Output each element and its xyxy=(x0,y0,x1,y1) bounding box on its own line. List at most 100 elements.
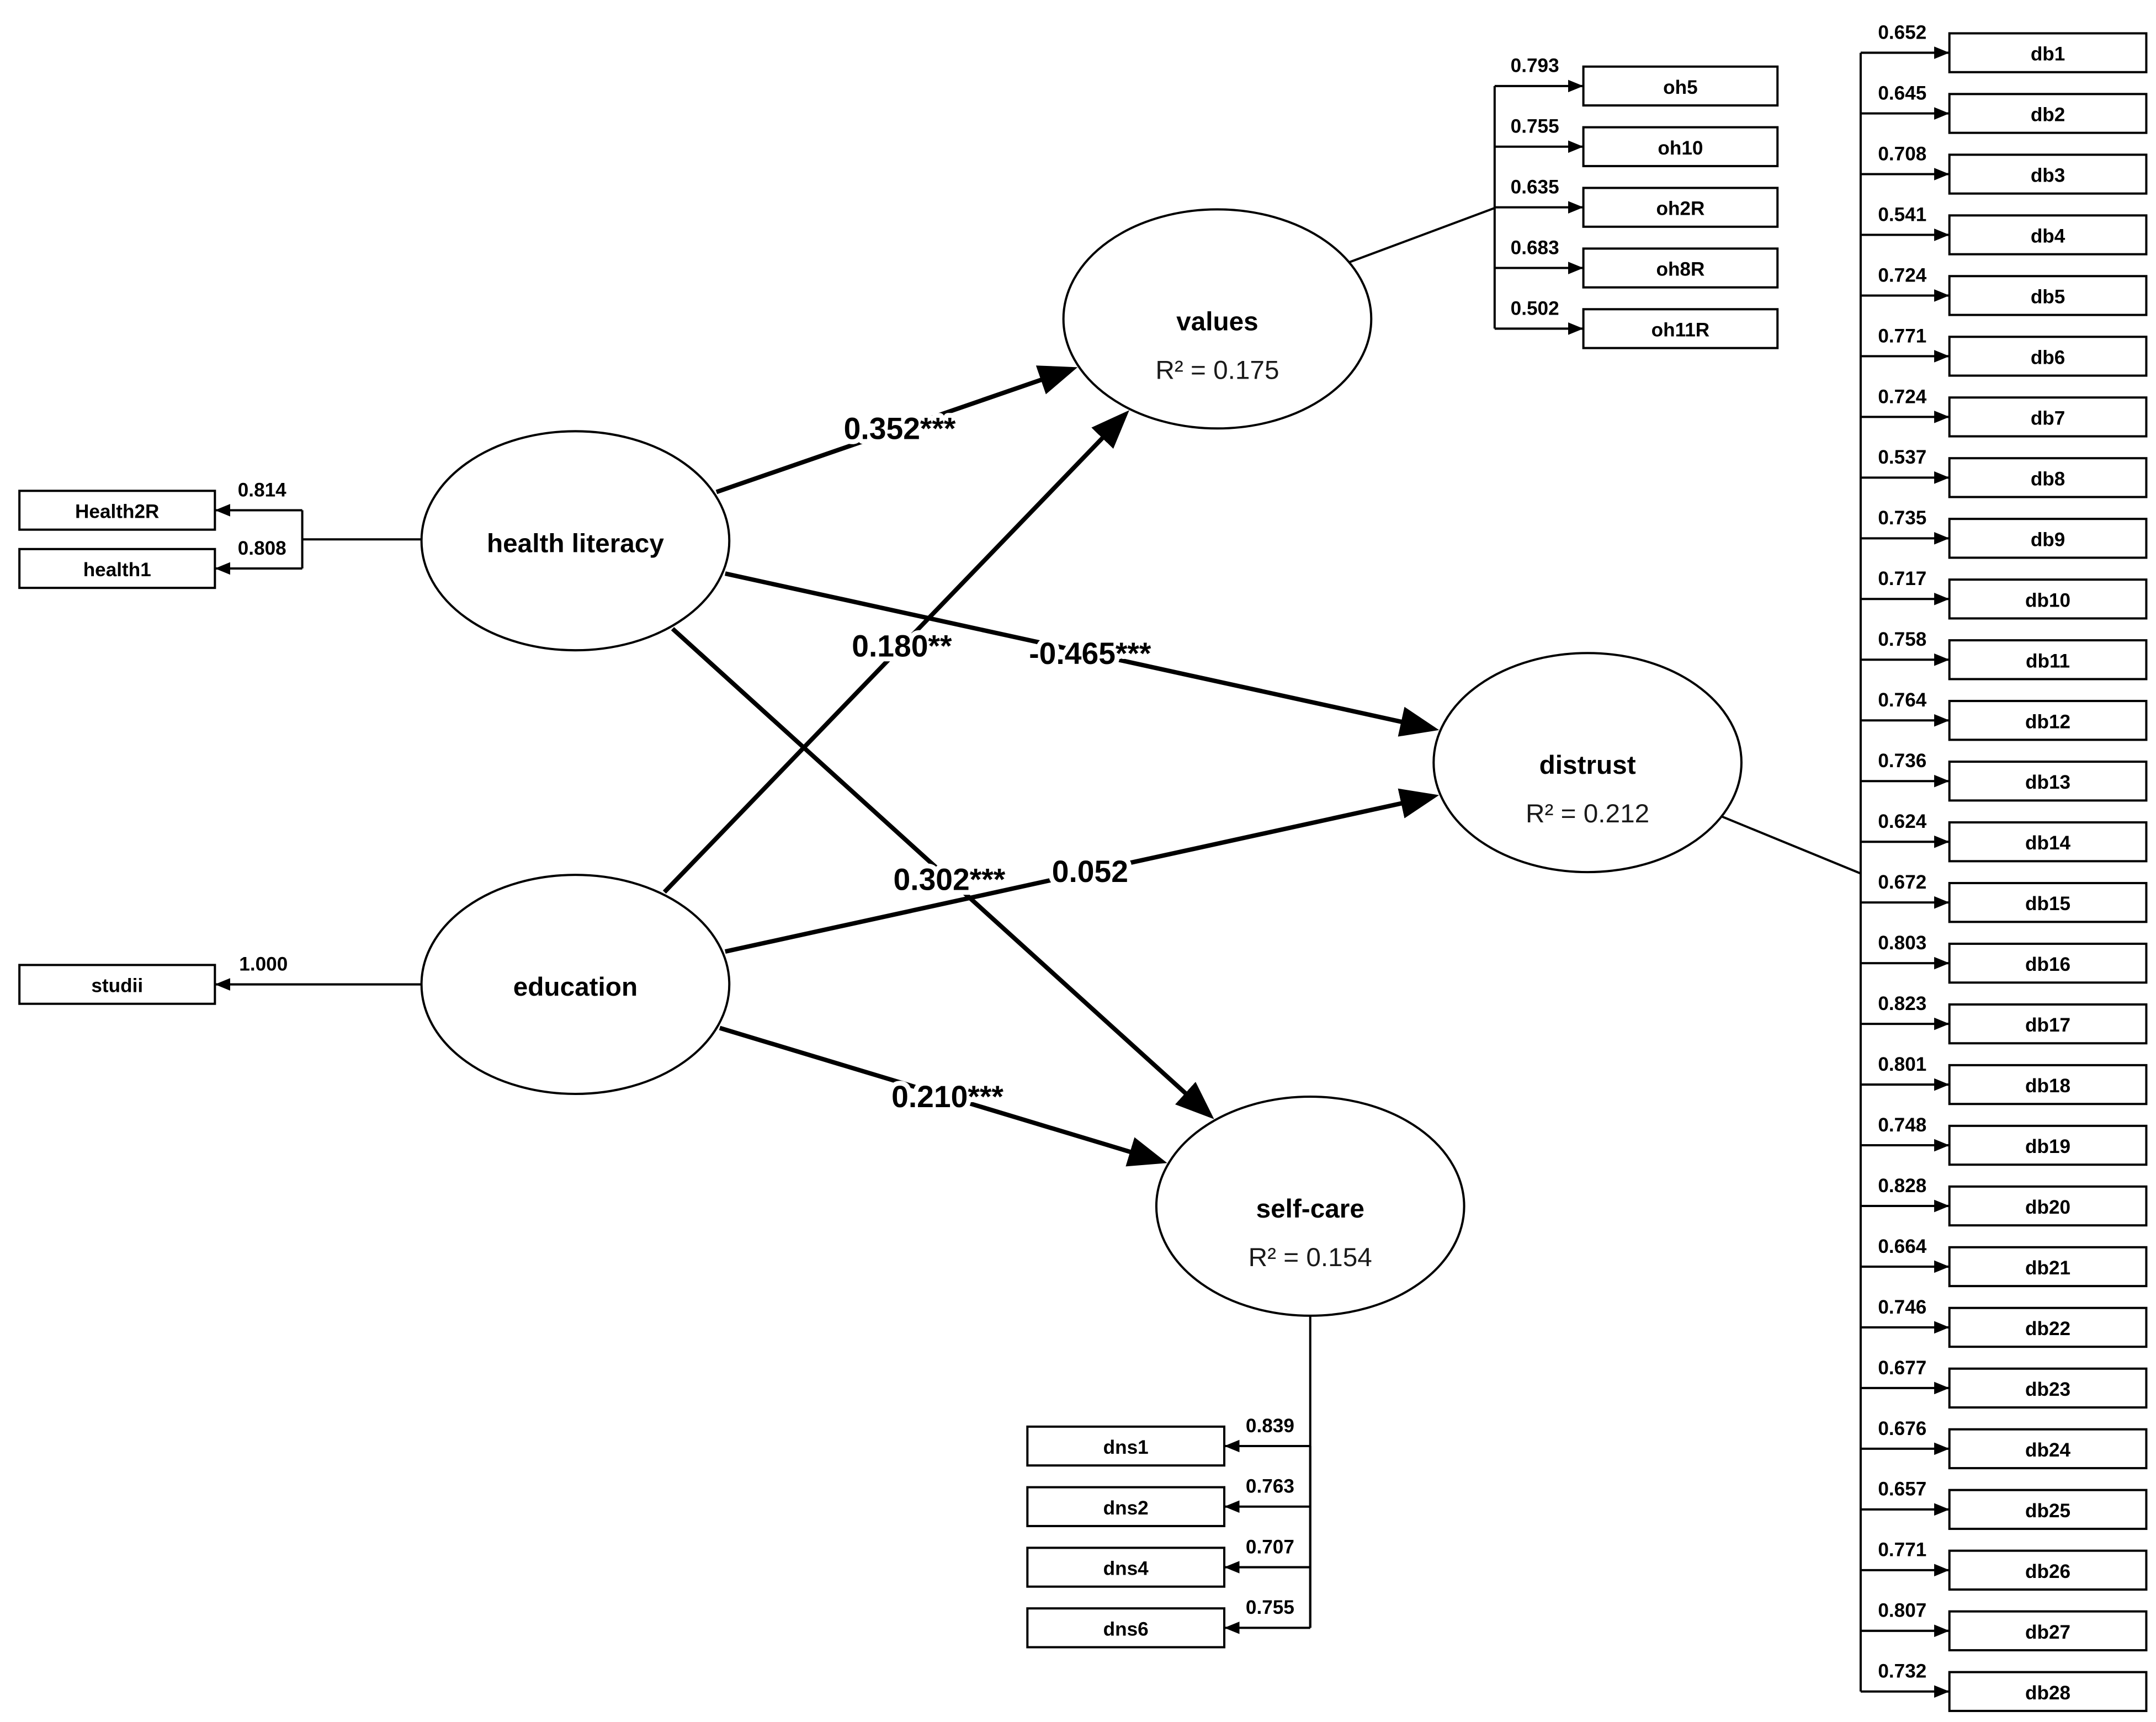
indicator-label: db4 xyxy=(2031,225,2065,247)
indicator-box-db9 xyxy=(1948,518,2148,559)
path-arrow-education-to-distrust xyxy=(724,788,1440,954)
indicator-box-db17 xyxy=(1948,1003,2148,1045)
loading-label: 0.803 xyxy=(1878,932,1926,954)
loading-label: 1.000 xyxy=(239,953,288,975)
loading-label: 0.839 xyxy=(1246,1415,1294,1437)
indicator-box-db24 xyxy=(1948,1428,2148,1470)
latent-ellipse-self-care xyxy=(1155,1096,1465,1317)
loading-label: 0.624 xyxy=(1878,811,1926,832)
loading-label: 0.763 xyxy=(1246,1476,1294,1497)
loading-label: 0.807 xyxy=(1878,1600,1926,1622)
indicator-box-db7 xyxy=(1948,396,2148,438)
indicator-label: oh5 xyxy=(1663,77,1698,98)
latent-name-education: education xyxy=(513,972,638,1002)
indicator-box-db1 xyxy=(1948,32,2148,73)
indicator-box-db4 xyxy=(1948,214,2148,256)
loading-label: 0.541 xyxy=(1878,204,1926,225)
indicator-box-db25 xyxy=(1948,1489,2148,1530)
loading-label: 0.808 xyxy=(238,538,286,559)
indicator-box-db19 xyxy=(1948,1124,2148,1166)
latent-name-self-care: self-care xyxy=(1256,1194,1364,1224)
indicator-label: db9 xyxy=(2031,529,2065,550)
indicator-label: db2 xyxy=(2031,104,2065,126)
loading-label: 0.793 xyxy=(1511,55,1559,77)
indicator-box-db18 xyxy=(1948,1064,2148,1106)
connector-distrust xyxy=(1698,806,1861,875)
indicator-label: oh8R xyxy=(1656,259,1704,280)
path-arrow-health-literacy-to-distrust xyxy=(724,571,1440,737)
indicator-box-db21 xyxy=(1948,1246,2148,1288)
loading-label: 0.635 xyxy=(1511,177,1559,198)
indicator-label: db23 xyxy=(2025,1379,2070,1400)
loading-label: 0.717 xyxy=(1878,568,1926,589)
indicator-box-db12 xyxy=(1948,700,2148,741)
indicator-label: db18 xyxy=(2025,1075,2070,1097)
loading-label: 0.758 xyxy=(1878,629,1926,650)
indicator-box-db5 xyxy=(1948,275,2148,316)
path-arrow-education-to-values xyxy=(662,410,1129,894)
indicator-box-oh8r xyxy=(1582,247,1779,289)
loading-label: 0.823 xyxy=(1878,993,1926,1014)
indicator-label: db25 xyxy=(2025,1500,2070,1522)
indicator-box-db16 xyxy=(1948,942,2148,984)
indicator-label: oh2R xyxy=(1656,198,1704,220)
loading-label: 0.735 xyxy=(1878,507,1926,529)
indicator-box-oh11r xyxy=(1582,308,1779,349)
indicator-label: studii xyxy=(91,975,143,997)
indicator-label: db11 xyxy=(2026,650,2070,672)
loading-label: 0.672 xyxy=(1878,871,1926,893)
latent-name-health-literacy: health literacy xyxy=(487,529,664,558)
indicator-label: db5 xyxy=(2031,286,2065,307)
indicator-box-dns1 xyxy=(1026,1425,1226,1467)
latent-r2-self-care: R² = 0.154 xyxy=(1249,1243,1372,1272)
indicator-label: db10 xyxy=(2025,589,2070,611)
loading-label: 0.664 xyxy=(1878,1236,1926,1257)
loading-label: 0.801 xyxy=(1878,1054,1926,1075)
latent-r2-distrust: R² = 0.212 xyxy=(1526,799,1649,828)
loading-label: 0.732 xyxy=(1878,1661,1926,1682)
indicator-label: Health2R xyxy=(75,501,159,523)
indicator-label: oh11R xyxy=(1651,319,1710,341)
indicator-box-db14 xyxy=(1948,821,2148,863)
indicator-label: db13 xyxy=(2025,772,2070,793)
latent-ellipse-education xyxy=(420,874,731,1096)
indicator-label: db8 xyxy=(2031,468,2065,490)
indicator-box-db2 xyxy=(1948,93,2148,134)
structural-path-layer xyxy=(662,365,1440,1167)
loading-label: 0.724 xyxy=(1878,264,1926,286)
loading-label: 0.746 xyxy=(1878,1296,1926,1318)
loading-label: 0.828 xyxy=(1878,1175,1926,1197)
indicator-box-db10 xyxy=(1948,578,2148,620)
latent-r2-values: R² = 0.175 xyxy=(1155,355,1279,385)
indicator-box-oh5 xyxy=(1582,65,1779,107)
loading-label: 0.764 xyxy=(1878,689,1926,711)
indicator-label: oh10 xyxy=(1658,137,1703,159)
loading-label: 0.676 xyxy=(1878,1418,1926,1439)
indicator-box-db13 xyxy=(1948,761,2148,802)
indicator-label: dns4 xyxy=(1103,1558,1149,1580)
indicator-box-db27 xyxy=(1948,1610,2148,1651)
indicator-label: db3 xyxy=(2031,165,2065,187)
indicator-label: db1 xyxy=(2031,44,2065,65)
loading-label: 0.707 xyxy=(1246,1536,1294,1558)
indicator-label: db26 xyxy=(2025,1561,2070,1582)
indicator-box-db23 xyxy=(1948,1367,2148,1409)
loading-label: 0.755 xyxy=(1511,116,1559,137)
indicator-label: db6 xyxy=(2031,347,2065,368)
latent-name-values: values xyxy=(1176,307,1258,336)
indicator-label: db17 xyxy=(2025,1014,2070,1036)
indicator-box-oh2r xyxy=(1582,187,1779,228)
indicator-label: health1 xyxy=(83,559,151,581)
indicator-box-dns4 xyxy=(1026,1546,1226,1588)
indicator-box-db26 xyxy=(1948,1549,2148,1591)
indicator-label: db14 xyxy=(2025,832,2071,854)
path-coefficient-health-literacy-to-values: 0.352*** xyxy=(844,412,956,446)
path-coefficient-health-literacy-to-self-care: 0.302*** xyxy=(894,862,1006,896)
indicator-label: dns1 xyxy=(1103,1437,1149,1458)
path-coefficient-education-to-values: 0.180** xyxy=(852,629,952,663)
path-coefficient-layer: 0.352***0.180**-0.465***0.0520.302***0.2… xyxy=(839,407,1156,1119)
loading-label: 0.724 xyxy=(1878,386,1926,407)
indicator-text-layer: oh50.793oh100.755oh2R0.635oh8R0.683oh11R… xyxy=(75,22,2070,1703)
loading-label: 0.771 xyxy=(1878,325,1926,347)
